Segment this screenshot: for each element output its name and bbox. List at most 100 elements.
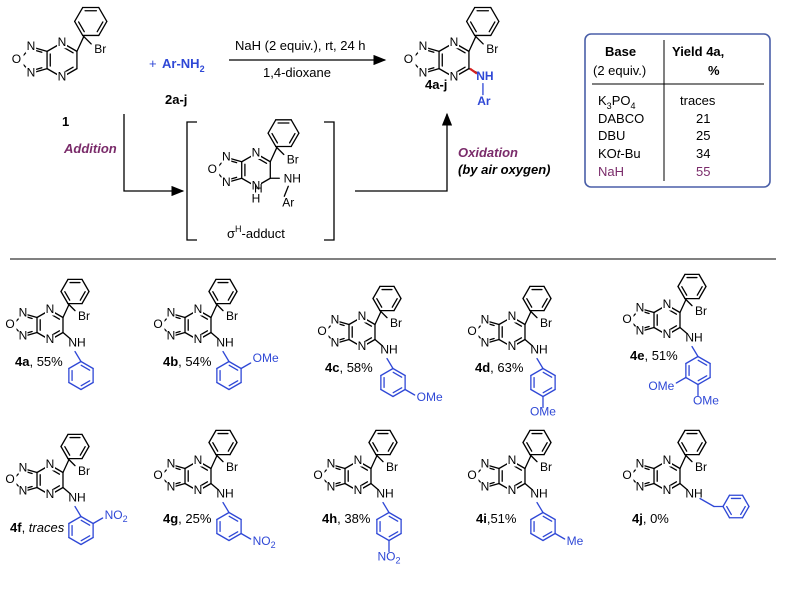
- bond: [267, 132, 277, 148]
- label-mask: [417, 66, 429, 80]
- bond: [490, 6, 500, 23]
- bond: [212, 442, 219, 452]
- label-mask: [251, 181, 261, 192]
- atom-label: N: [450, 69, 459, 83]
- label-mask: [166, 482, 176, 493]
- table-row-base: KOt-Bu: [598, 146, 641, 161]
- conditions-top: NaH (2 equiv.), rt, 24 h: [235, 38, 366, 53]
- product-label: 4c, 58%: [325, 360, 373, 375]
- bond: [64, 446, 71, 456]
- bond: [73, 6, 84, 23]
- bond: [269, 146, 278, 163]
- bond: [696, 286, 703, 296]
- label-mask: [7, 319, 17, 331]
- bond: [81, 278, 90, 293]
- atom-label: Br: [78, 464, 90, 478]
- atom-label: O: [153, 468, 162, 482]
- bond: [677, 273, 686, 288]
- bond: [228, 381, 242, 391]
- bond: [699, 497, 715, 508]
- bond: [216, 511, 230, 521]
- atom-label: O: [313, 468, 322, 482]
- atom-label: O: [467, 324, 476, 338]
- table-header-base-sub: (2 equiv.): [593, 63, 646, 78]
- bond: [675, 376, 687, 384]
- amine-nh: NH: [530, 487, 547, 501]
- atom-label: N: [358, 339, 367, 353]
- bond: [212, 291, 219, 301]
- bond: [388, 511, 402, 521]
- bond: [81, 433, 90, 448]
- bond: [76, 35, 85, 53]
- atom-label: O: [153, 317, 162, 331]
- bond: [267, 119, 277, 134]
- label-mask: [449, 71, 459, 83]
- bond: [387, 442, 394, 452]
- atom-label: H: [252, 192, 261, 206]
- product-label: 4i,51%: [476, 511, 517, 526]
- bond: [80, 535, 91, 542]
- bond: [465, 20, 476, 37]
- atom-label: N: [194, 453, 203, 467]
- addition-arrow: [123, 114, 185, 197]
- bond: [376, 298, 383, 308]
- label-mask: [18, 463, 28, 474]
- bond: [228, 360, 242, 370]
- bond: [392, 371, 403, 378]
- new-bond-highlight: [469, 67, 478, 75]
- label-mask: [330, 338, 340, 349]
- bond: [698, 429, 707, 444]
- reagent-arnh2: Ar-NH2: [162, 56, 205, 74]
- bond: [530, 532, 544, 542]
- label-mask: [13, 53, 24, 67]
- amine-nh: NH: [216, 487, 233, 501]
- bond: [468, 35, 477, 53]
- bond: [210, 331, 219, 340]
- bond: [68, 515, 82, 525]
- bond: [524, 338, 533, 347]
- substituent-label: Me: [567, 534, 584, 548]
- bond: [530, 511, 544, 521]
- label-mask: [507, 311, 517, 323]
- bond: [374, 310, 382, 326]
- substituent-label: OMe: [417, 390, 443, 404]
- atom-label: N: [663, 297, 672, 311]
- atom-label: Br: [226, 309, 238, 323]
- label-mask: [25, 66, 37, 80]
- bond: [222, 501, 230, 514]
- label-mask: [166, 308, 176, 319]
- label-mask: [45, 459, 55, 471]
- bond: [388, 532, 402, 542]
- bond: [554, 532, 566, 540]
- bond: [393, 297, 402, 312]
- bond: [740, 505, 746, 516]
- atom-label: Br: [695, 460, 707, 474]
- amine-nh: NH: [685, 331, 702, 345]
- bond: [722, 494, 731, 508]
- bond: [240, 532, 252, 540]
- bond: [388, 531, 399, 538]
- bond: [392, 367, 406, 377]
- label-mask: [624, 314, 634, 326]
- bond: [388, 515, 399, 522]
- bond: [684, 453, 693, 463]
- bond: [529, 309, 538, 319]
- label-mask: [449, 37, 459, 49]
- atom-label: N: [663, 483, 672, 497]
- oxidation-arrow: [355, 112, 453, 192]
- atom-label: N: [508, 453, 517, 467]
- label-mask: [507, 341, 517, 353]
- atom-label: N: [663, 453, 672, 467]
- label-mask: [480, 459, 490, 470]
- atom-label: N: [636, 457, 645, 471]
- bond: [542, 511, 556, 521]
- atom-label: Br: [226, 460, 238, 474]
- bond: [541, 442, 548, 452]
- bond: [393, 285, 402, 300]
- bond: [376, 511, 390, 521]
- amine-nh: NH: [376, 487, 393, 501]
- label-mask: [18, 331, 28, 342]
